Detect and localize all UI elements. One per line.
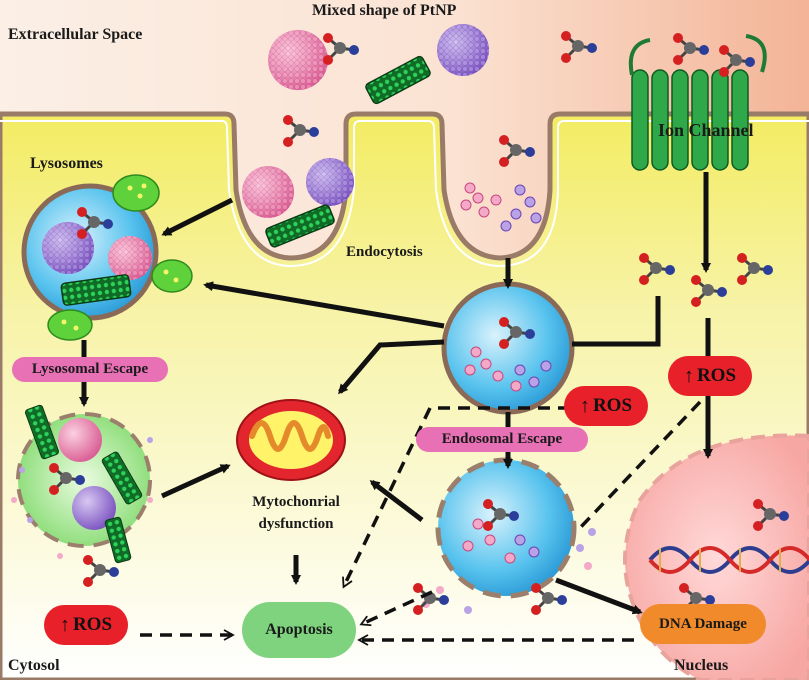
apoptosis-node: Apoptosis bbox=[242, 602, 356, 658]
up-arrow-icon: ↑ bbox=[579, 394, 590, 417]
extracellular-label: Extracellular Space bbox=[8, 26, 143, 43]
pt-molecules bbox=[49, 31, 789, 615]
leaky-endosome bbox=[422, 457, 596, 614]
lysosome bbox=[21, 183, 159, 321]
mitochondrion bbox=[236, 399, 346, 481]
cytosol-label: Cytosol bbox=[8, 657, 60, 674]
cell-membrane bbox=[0, 111, 809, 680]
dna-damage-node: DNA Damage bbox=[640, 604, 766, 644]
nanotube-pit bbox=[265, 204, 335, 248]
nucleus-label: Nucleus bbox=[674, 657, 729, 674]
ros-cytosol-badge: ↑ROS bbox=[44, 605, 128, 645]
lysosome-vesicles bbox=[47, 174, 193, 341]
lysosomal-escape-pill: Lysosomal Escape bbox=[12, 357, 168, 382]
ion-channel-label: Ion Channel bbox=[658, 120, 754, 140]
membrane-inner-line bbox=[0, 120, 809, 268]
endosomal-escape-pill: Endosomal Escape bbox=[416, 427, 588, 452]
ros-nucleus-badge: ↑ROS bbox=[668, 356, 752, 396]
ion-channel bbox=[628, 34, 767, 171]
up-arrow-icon: ↑ bbox=[683, 364, 694, 387]
endocytosis-label: Endocytosis bbox=[346, 244, 423, 260]
solid-arrows bbox=[79, 172, 713, 615]
mito-label-line1: Mytochonrial bbox=[252, 494, 340, 510]
lysosomes-label: Lysosomes bbox=[30, 155, 103, 172]
endosome bbox=[441, 281, 575, 415]
ros-endosome-badge: ↑ROS bbox=[564, 386, 648, 426]
dashed-arrows bbox=[140, 400, 702, 646]
mito-label-line2: dysfunction bbox=[258, 516, 334, 532]
up-arrow-icon: ↑ bbox=[59, 613, 70, 636]
pit2-particles bbox=[460, 182, 542, 232]
nanotube-top bbox=[365, 55, 431, 105]
figure-title: Mixed shape of PtNP bbox=[312, 2, 457, 19]
